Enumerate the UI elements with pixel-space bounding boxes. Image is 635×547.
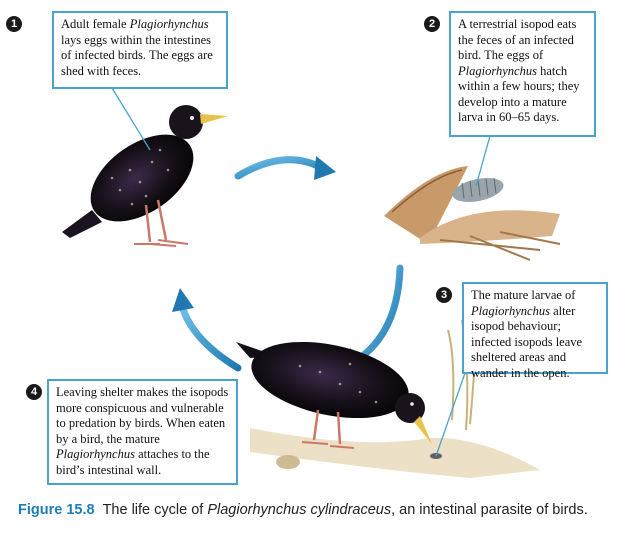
step-2-text-species: Plagiorhynchus [458, 63, 537, 78]
caption-text-pre: The life cycle of [102, 502, 208, 518]
step-3-callout: The mature larvae of Plagiorhynchus alte… [462, 282, 608, 380]
step-1-number-badge: 1 [6, 16, 22, 32]
leader-line-1 [111, 87, 151, 151]
step-4-text-post: attaches to the bird’s intestinal wall. [56, 447, 210, 477]
starling-standing-illustration [62, 105, 228, 247]
isopod-leaf-litter-illustration [384, 166, 561, 261]
step-2-callout: A terrestrial isopod eats the feces of a… [449, 11, 596, 137]
step-4-number-badge: 4 [26, 384, 42, 400]
step-2-text-post: hatch within a few hours; they develop i… [458, 63, 580, 125]
step-4-text-species: Plagiorhynchus [56, 447, 135, 461]
step-3-text-pre: The mature larvae of [471, 288, 576, 302]
figure-caption: Figure 15.8 The life cycle of Plagiorhync… [18, 501, 618, 519]
step-1-text-post: lays eggs within the intestines of infec… [61, 32, 213, 78]
step-3-text-post: alter isopod behaviour; infected isopods… [471, 303, 583, 380]
caption-text-post: , an intestinal parasite of birds. [391, 502, 588, 518]
cycle-arrow-4-to-1 [172, 288, 242, 372]
step-3-text-species: Plagiorhynchus [471, 303, 550, 318]
step-4-text-pre: Leaving shelter makes the isopods more c… [56, 385, 229, 446]
step-1-callout: Adult female Plagiorhynchus lays eggs wi… [52, 11, 228, 89]
step-1-text-pre: Adult female [61, 17, 130, 31]
step-2-text-pre: A terrestrial isopod eats the feces of a… [458, 17, 577, 62]
step-4-callout: Leaving shelter makes the isopods more c… [47, 379, 238, 485]
step-1-text-species: Plagiorhynchus [129, 17, 209, 31]
caption-species-name: Plagiorhynchus cylindraceus [207, 502, 392, 518]
figure-label: Figure 15.8 [18, 502, 95, 518]
leader-line-2 [475, 135, 491, 187]
starling-pecking-illustration [236, 319, 540, 478]
step-3-number-badge: 3 [436, 287, 452, 303]
cycle-arrow-1-to-2 [234, 156, 336, 180]
step-2-number-badge: 2 [424, 16, 440, 32]
